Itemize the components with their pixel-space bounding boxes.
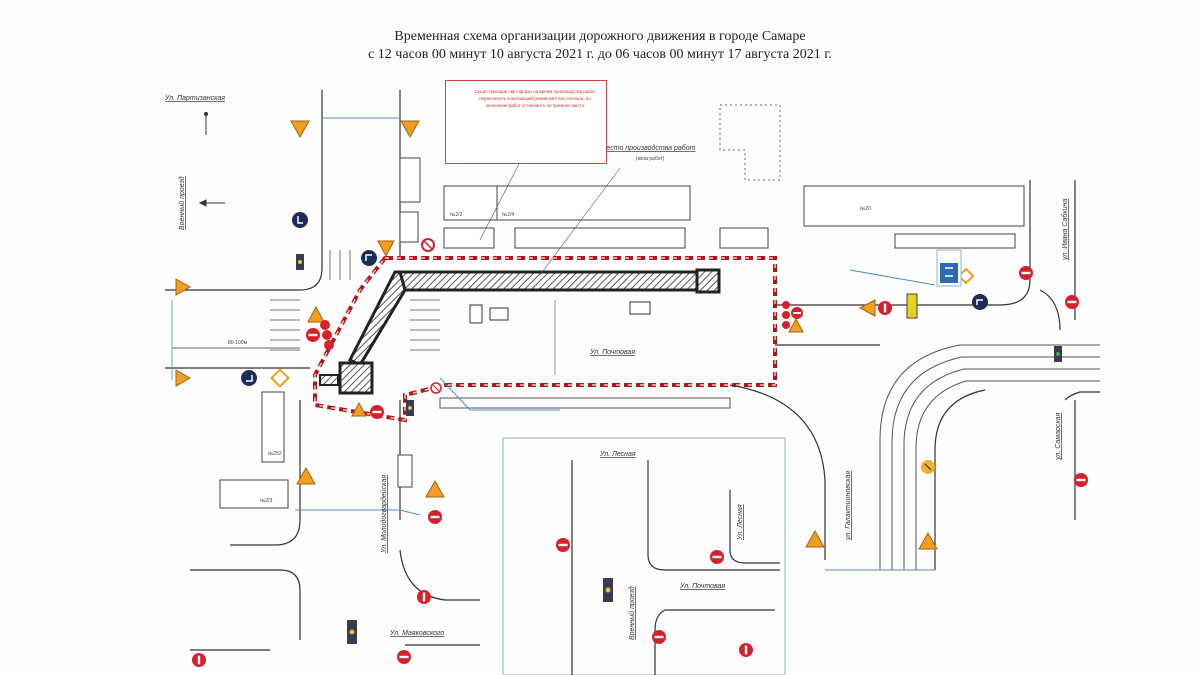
traffic-light-icon bbox=[1054, 346, 1062, 362]
warning-sign-icon bbox=[805, 529, 825, 548]
vehicles bbox=[469, 301, 651, 324]
work-zone-barrier bbox=[313, 256, 777, 423]
inset-frame bbox=[502, 437, 786, 675]
no-entry-sign-icon bbox=[878, 301, 892, 315]
buildings bbox=[219, 104, 1025, 509]
warning-sign-icon bbox=[400, 120, 420, 139]
scheme-period: с 12 часов 00 минут 10 августа 2021 г. д… bbox=[368, 47, 832, 62]
street-label-mayakovskogo: Ул. Маяковского bbox=[389, 630, 444, 637]
turn-direction-sign-icon bbox=[241, 370, 257, 386]
turn-direction-sign-icon bbox=[972, 294, 988, 310]
turn-direction-sign-icon bbox=[361, 250, 377, 266]
street-label-partizanskaya: Ул. Партизанская bbox=[164, 95, 225, 102]
construction-trench bbox=[319, 268, 721, 395]
chevron-barriers bbox=[320, 301, 790, 350]
work-place-label: Место производства работ bbox=[601, 144, 696, 152]
warning-sign-icon bbox=[296, 466, 316, 485]
leader-lines bbox=[479, 161, 621, 375]
building-label: №252 bbox=[268, 451, 282, 457]
warning-sign-icon bbox=[175, 369, 192, 387]
no-entry-sign-icon bbox=[710, 550, 724, 564]
warning-signs bbox=[175, 120, 938, 550]
direction-arrows bbox=[198, 112, 225, 207]
no-entry-signs bbox=[192, 238, 1088, 667]
distance-dimension bbox=[171, 300, 300, 380]
building-label: №2/3 bbox=[260, 498, 273, 504]
priority-road-sign-icon bbox=[270, 368, 290, 388]
road-samarskaya bbox=[934, 289, 1100, 570]
mandatory-signs bbox=[241, 212, 988, 386]
building-label: №2/4 bbox=[502, 212, 515, 218]
building-label: №2/2 bbox=[450, 212, 463, 218]
no-entry-sign-icon bbox=[556, 538, 570, 552]
traffic-light-icon bbox=[406, 400, 414, 416]
warning-sign-icon bbox=[858, 299, 876, 317]
no-entry-sign-icon bbox=[192, 653, 206, 667]
no-entry-sign-icon bbox=[1019, 266, 1033, 280]
turn-direction-sign-icon bbox=[292, 212, 308, 228]
street-label-voinskiy-2: Военный проезд bbox=[628, 586, 636, 640]
no-entry-sign-icon bbox=[397, 650, 411, 664]
street-label-ivana-sobkina: ул. Ивана Сабкина bbox=[1061, 199, 1069, 261]
street-label-galaktionovskaya: ул. Галактионовская bbox=[845, 471, 852, 541]
warning-sign-icon bbox=[351, 401, 367, 417]
street-label-pochtovaya: Ул. Почтовая bbox=[589, 349, 635, 356]
tram-tracks bbox=[879, 344, 1100, 570]
priority-road-signs bbox=[270, 267, 975, 474]
traffic-light-icon bbox=[906, 293, 918, 319]
street-label-lesnaya-2: Ул. Лесная bbox=[737, 504, 744, 541]
road-partizanskaya bbox=[165, 90, 401, 369]
no-entry-sign-icon bbox=[306, 328, 320, 342]
street-label-voinskiy: Военный проезд bbox=[178, 176, 186, 230]
warning-sign-icon bbox=[175, 278, 192, 296]
warning-sign-icon bbox=[290, 120, 310, 139]
no-entry-sign-icon bbox=[1074, 473, 1088, 487]
no-entry-sign-icon bbox=[739, 643, 753, 657]
traffic-light-icon bbox=[296, 254, 304, 270]
warning-sign-icon bbox=[788, 317, 804, 333]
no-entry-sign-icon bbox=[370, 405, 384, 419]
traffic-light-icon bbox=[603, 578, 613, 602]
no-entry-sign-icon bbox=[417, 590, 431, 604]
street-label-lesnaya: Ул. Лесная bbox=[599, 451, 636, 458]
distance-label: 80-100м bbox=[228, 340, 248, 346]
lane-info-sign-icon bbox=[936, 249, 962, 287]
street-label-samarskaya: ул. Самарская bbox=[1055, 412, 1062, 461]
no-entry-sign-icon bbox=[791, 307, 803, 319]
no-entry-sign-icon bbox=[652, 630, 666, 644]
scheme-title: Временная схема организации дорожного дв… bbox=[394, 29, 806, 44]
building-label: №20 bbox=[860, 206, 871, 212]
no-entry-sign-icon bbox=[428, 510, 442, 524]
street-label-pochtovaya-2: Ул. Почтовая bbox=[679, 583, 725, 590]
detour-lines bbox=[295, 117, 936, 571]
traffic-light-icon bbox=[347, 620, 357, 644]
street-label-molodogvardeyskaya: Ул. Молодогвардейская bbox=[380, 475, 388, 554]
work-place-sublabel: (зона работ) bbox=[636, 156, 665, 162]
no-parking-sign-icon bbox=[430, 382, 442, 394]
crosswalks bbox=[270, 250, 440, 351]
road-edges bbox=[190, 400, 480, 651]
warning-sign-icon bbox=[377, 240, 395, 258]
no-entry-sign-icon bbox=[1065, 295, 1079, 309]
warning-sign-icon bbox=[307, 305, 325, 323]
traffic-light-note-text: Существующие светофоры на время производ… bbox=[474, 89, 596, 108]
warning-sign-icon bbox=[918, 531, 938, 550]
inset-roads bbox=[571, 460, 780, 675]
priority-road-sign-icon bbox=[957, 267, 975, 285]
warning-sign-icon bbox=[425, 479, 445, 498]
detour-sign-icon bbox=[921, 460, 935, 474]
traffic-light-note-box bbox=[445, 80, 607, 164]
no-parking-sign-icon bbox=[421, 238, 435, 252]
